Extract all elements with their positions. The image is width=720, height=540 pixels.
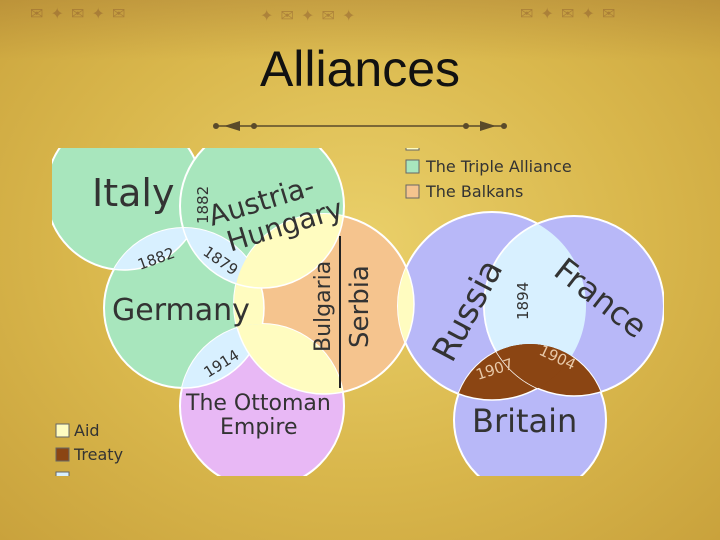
legend-swatch-balkans [405,184,420,199]
germany-label: Germany [112,293,250,328]
britain-label: Britain [472,402,577,440]
background-stamp: ✦ ✉ ✦ ✉ ✦ [260,6,357,25]
background-stamp-strip: ✉ ✦ ✉ ✦ ✉ ✦ ✉ ✦ ✉ ✦ ✉ ✦ ✉ ✦ ✉ [0,0,720,60]
alliance-legend: The Triple Alliance The Balkans [405,148,572,201]
legend-aid: Aid [74,421,100,440]
alliances-diagram: Italy Austria- Hungary Germany Bulgaria … [52,148,664,476]
bulgaria-label: Bulgaria [311,261,336,352]
italy-label: Italy [92,171,174,215]
background-stamp: ✉ ✦ ✉ ✦ ✉ [520,4,617,23]
legend-balkans: The Balkans [425,182,523,201]
title-divider [213,121,507,131]
balkans-ottoman-aid [233,324,344,395]
ottoman-empire-label-line1: The Ottoman [185,391,331,416]
slide-title: Alliances [259,41,461,97]
relationship-legend: Aid Treaty [55,421,123,476]
legend-treaty: Treaty [73,445,123,464]
italy-germany-overlap [104,228,203,271]
ottoman-empire-label-line2: Empire [220,415,298,440]
legend-swatch-treaty [55,447,70,462]
legend-swatch-triple-alliance [405,159,420,174]
balkans-russia-aid [398,213,415,395]
legend-swatch-aid [55,423,70,438]
austria-balkans-aid [234,214,345,289]
germany-balkans-aid [234,227,265,389]
serbia-label: Serbia [345,265,375,348]
year-italy-austria: 1882 [194,186,212,224]
background-stamp: ✉ ✦ ✉ ✦ ✉ [30,4,127,23]
germany-ottoman-overlap [180,324,265,389]
legend-triple-alliance: The Triple Alliance [425,157,572,176]
year-russia-france: 1894 [514,282,532,320]
